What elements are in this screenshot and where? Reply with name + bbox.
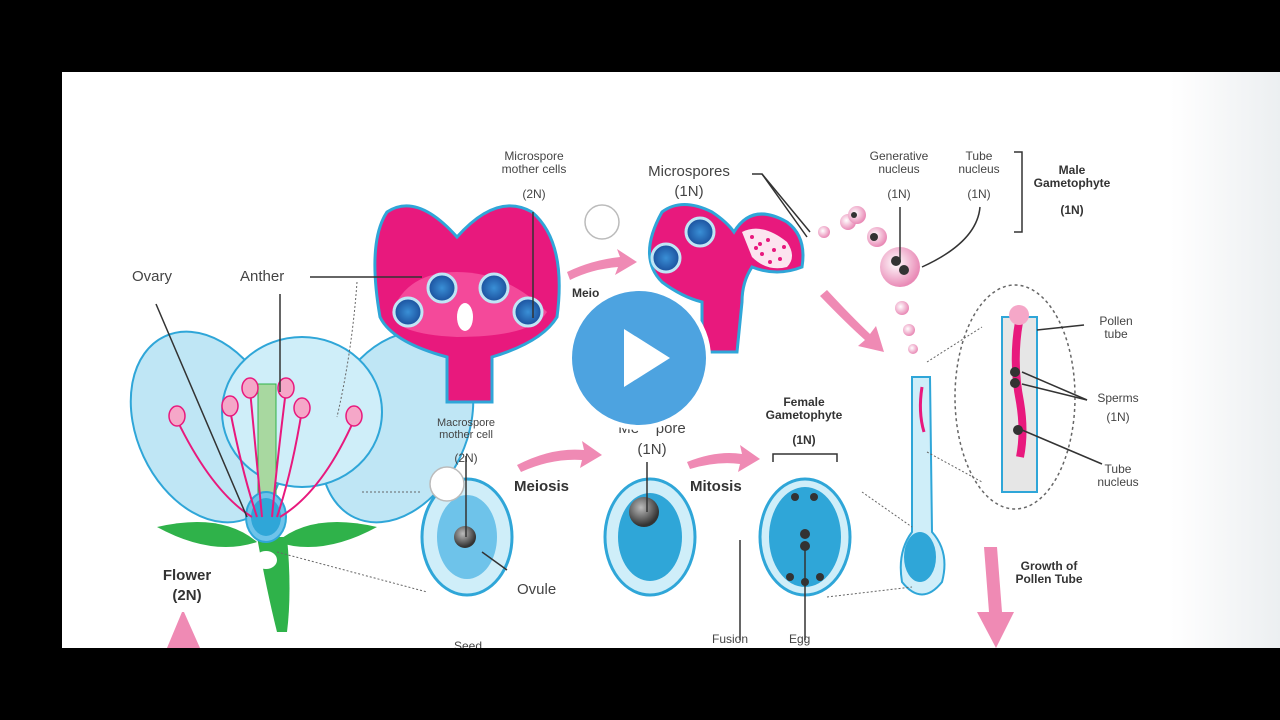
anther-section (373, 204, 561, 404)
label-microspores-ploidy: (1N) (674, 183, 704, 200)
label-megaspore-ploidy: (1N) (637, 441, 667, 458)
label-flower-ploidy: (2N) (172, 587, 202, 604)
pollen-tube-drawing (899, 284, 1076, 596)
label-sperms-ploidy: (1N) (1106, 410, 1130, 424)
label-growth-of-pollen-tube: Growth of Pollen Tube (1015, 559, 1083, 586)
microsporangium (648, 203, 805, 354)
label-microspore-mother-cells: Microspore mother cells (501, 149, 567, 176)
right-edge-fade (1170, 72, 1280, 648)
label-tube-nucleus: Tube nucleus (1097, 462, 1139, 489)
label-microspores: Microspores (648, 163, 730, 180)
ovule-1 (420, 477, 514, 597)
label-generative-nucleus: Generative nucleus (869, 149, 929, 176)
label-ovary: Ovary (132, 268, 173, 285)
ovule-2 (603, 477, 697, 597)
label-female-gametophyte: Female Gametophyte (765, 395, 843, 422)
label-male-gametophyte: Male Gametophyte (1033, 163, 1111, 190)
female-gametophyte (758, 477, 852, 597)
label-male-ploidy: (1N) (1060, 203, 1084, 217)
label-meiosis-top: Meio (572, 286, 600, 300)
label-pollen-tube: Pollen tube (1099, 314, 1133, 341)
label-mmc-ploidy: (2N) (522, 187, 546, 201)
label-generative-ploidy: (1N) (887, 187, 911, 201)
label-tube-nucleus-top: Tube nucleus (958, 149, 1000, 176)
label-macrospore-ploidy: (2N) (454, 451, 478, 465)
label-female-ploidy: (1N) (792, 433, 816, 447)
label-mitosis: Mitosis (690, 478, 742, 495)
label-meiosis: Meiosis (514, 478, 570, 495)
label-fusion: Fusion (712, 632, 749, 646)
label-flower: Flower (162, 567, 212, 584)
label-ovule: Ovule (517, 581, 557, 598)
play-triangle-icon (624, 329, 670, 387)
video-frame: Ovary Anther Flower (2N) Microspore moth… (62, 72, 1280, 648)
reproduction-diagram (129, 151, 1103, 648)
label-sperms: Sperms (1097, 391, 1139, 405)
label-macrospore-mother-cell: Macrospore mother cell (436, 417, 496, 441)
pollen-grains (818, 206, 920, 354)
process-arrows (167, 249, 1014, 648)
label-tube-nucleus-top-ploidy: (1N) (967, 187, 991, 201)
label-anther: Anther (240, 268, 285, 285)
label-seed: Seed (454, 639, 483, 649)
leader-lines (155, 173, 1103, 640)
play-button[interactable] (567, 286, 711, 430)
label-egg: Egg (789, 632, 811, 646)
